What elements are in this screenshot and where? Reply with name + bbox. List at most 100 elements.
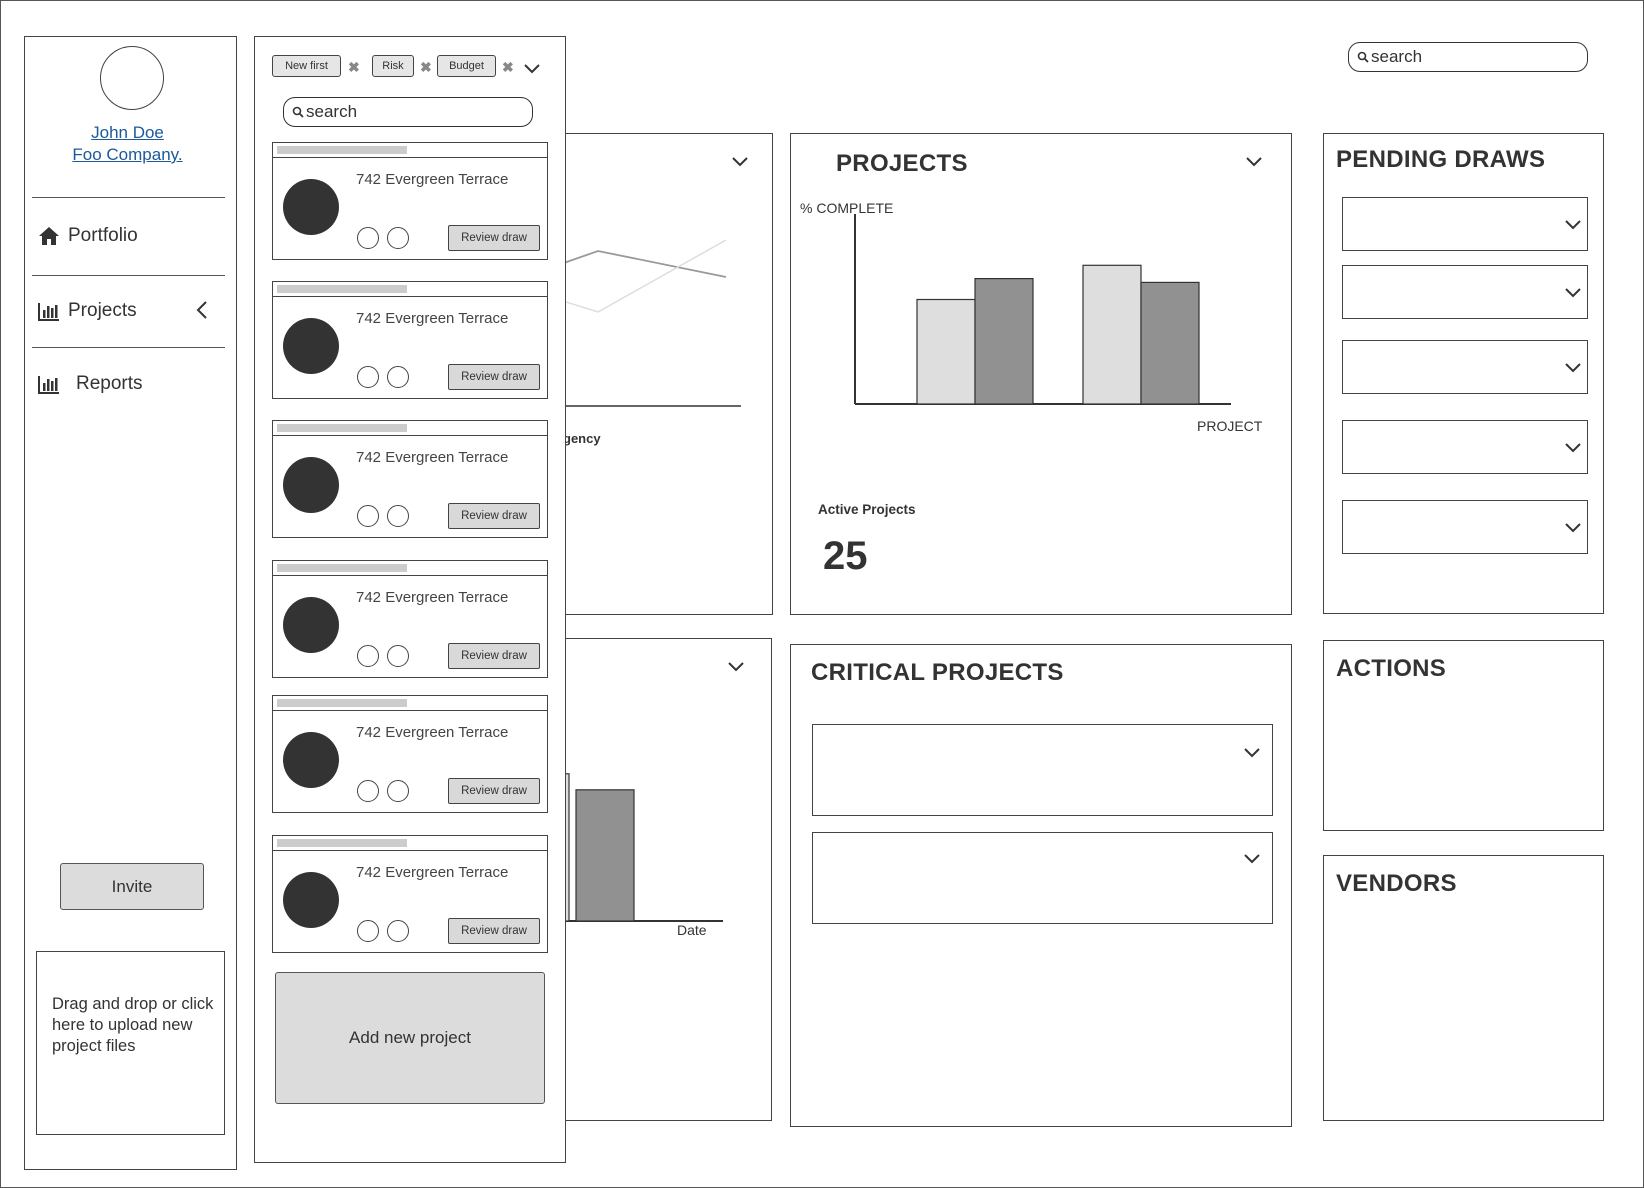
panel-title: ACTIONS [1336, 655, 1447, 682]
chevron-down-icon[interactable] [727, 661, 745, 673]
status-circle [387, 780, 409, 802]
vendors-panel: VENDORS [1323, 855, 1604, 1121]
project-avatar [283, 179, 339, 235]
project-search-placeholder: search [306, 102, 358, 121]
close-icon[interactable]: ✖ [502, 59, 514, 75]
header-search-placeholder: search [1371, 47, 1423, 66]
pending-draw-row[interactable] [1342, 265, 1588, 319]
sidebar-divider [32, 197, 225, 198]
filter-chip-new-first[interactable]: New first [272, 55, 341, 77]
project-address: 742 Evergreen Terrace [356, 589, 509, 606]
review-draw-button[interactable]: Review draw [448, 778, 540, 804]
review-draw-button[interactable]: Review draw [448, 364, 540, 390]
pending-draw-row[interactable] [1342, 340, 1588, 394]
invite-button[interactable]: Invite [60, 863, 204, 910]
chart-bar [916, 298, 976, 405]
chevron-left-icon[interactable] [195, 299, 209, 321]
actions-panel: ACTIONS [1323, 640, 1604, 831]
review-draw-button[interactable]: Review draw [448, 643, 540, 669]
chevron-down-icon[interactable] [1564, 219, 1582, 231]
review-draw-button[interactable]: Review draw [448, 918, 540, 944]
sidebar-divider [32, 347, 225, 348]
chevron-down-icon[interactable] [1564, 287, 1582, 299]
header-search-input[interactable]: search [1348, 42, 1588, 72]
project-card[interactable]: 742 Evergreen Terrace Review draw [272, 835, 548, 953]
review-draw-button[interactable]: Review draw [448, 503, 540, 529]
status-circle [357, 366, 379, 388]
pending-draw-row[interactable] [1342, 500, 1588, 554]
progress-bar [273, 836, 547, 851]
project-avatar [283, 872, 339, 928]
status-circle [387, 645, 409, 667]
project-card[interactable]: 742 Evergreen Terrace Review draw [272, 695, 548, 813]
profile-company-link[interactable]: Foo Company. [72, 145, 183, 164]
critical-projects-panel: CRITICAL PROJECTS [790, 644, 1292, 1127]
sidebar-item-portfolio[interactable]: Portfolio [38, 225, 138, 247]
status-circle [357, 780, 379, 802]
search-icon [1357, 51, 1369, 63]
project-avatar [283, 597, 339, 653]
chevron-down-icon[interactable] [1243, 747, 1261, 759]
status-circle [387, 366, 409, 388]
filter-chip-budget[interactable]: Budget [437, 55, 496, 77]
sidebar-item-projects[interactable]: Projects [38, 300, 137, 322]
active-projects-count: 25 [823, 534, 868, 578]
bar-chart [854, 214, 1231, 405]
add-new-project-button[interactable]: Add new project [275, 972, 545, 1104]
critical-project-row[interactable] [812, 832, 1273, 924]
panel-title: PENDING DRAWS [1336, 146, 1546, 173]
upload-text: Drag and drop or click here to upload ne… [52, 995, 214, 1055]
chevron-down-icon[interactable] [1243, 853, 1261, 865]
pending-draw-row[interactable] [1342, 197, 1588, 251]
panel-title: CRITICAL PROJECTS [811, 659, 1064, 686]
project-address: 742 Evergreen Terrace [356, 310, 509, 327]
project-avatar [283, 732, 339, 788]
chevron-down-icon[interactable] [523, 63, 541, 75]
progress-bar [273, 282, 547, 297]
status-circle [387, 227, 409, 249]
status-circle [357, 505, 379, 527]
project-card[interactable]: 742 Evergreen Terrace Review draw [272, 420, 548, 538]
project-card[interactable]: 742 Evergreen Terrace Review draw [272, 142, 548, 260]
chevron-down-icon[interactable] [1245, 156, 1263, 168]
progress-bar [273, 421, 547, 436]
close-icon[interactable]: ✖ [348, 59, 360, 75]
chevron-down-icon[interactable] [1564, 442, 1582, 454]
project-avatar [283, 318, 339, 374]
status-circle [357, 920, 379, 942]
sidebar-item-label: Portfolio [68, 225, 138, 246]
chart-bar [1082, 264, 1142, 405]
project-address: 742 Evergreen Terrace [356, 864, 509, 881]
profile-name-link[interactable]: John Doe [91, 123, 164, 142]
x-axis-label: Date [677, 922, 707, 938]
avatar [100, 46, 164, 110]
filter-chip-risk[interactable]: Risk [372, 55, 414, 77]
search-icon [292, 106, 304, 118]
upload-dropzone[interactable]: Drag and drop or click here to upload ne… [36, 951, 225, 1135]
critical-project-row[interactable] [812, 724, 1273, 816]
sidebar-divider [32, 275, 225, 276]
chevron-down-icon[interactable] [731, 156, 749, 168]
y-axis-label: % COMPLETE [800, 200, 894, 216]
panel-title: VENDORS [1336, 870, 1457, 897]
chevron-down-icon[interactable] [1564, 362, 1582, 374]
status-circle [387, 505, 409, 527]
sidebar-item-label: Reports [76, 373, 143, 394]
review-draw-button[interactable]: Review draw [448, 225, 540, 251]
chart-bar [974, 278, 1034, 405]
x-axis-label: PROJECT [1197, 418, 1263, 434]
panel-title: PROJECTS [836, 150, 968, 177]
status-circle [387, 920, 409, 942]
active-projects-label: Active Projects [818, 502, 916, 517]
project-search-input[interactable]: search [283, 97, 533, 127]
sidebar-item-reports[interactable]: Reports [38, 373, 143, 395]
project-card[interactable]: 742 Evergreen Terrace Review draw [272, 560, 548, 678]
project-card[interactable]: 742 Evergreen Terrace Review draw [272, 281, 548, 399]
close-icon[interactable]: ✖ [420, 59, 432, 75]
bar-chart-icon [38, 376, 59, 394]
projects-panel: PROJECTS % COMPLETE PROJECT Active Proje… [790, 133, 1292, 615]
project-avatar [283, 457, 339, 513]
pending-draw-row[interactable] [1342, 420, 1588, 474]
chevron-down-icon[interactable] [1564, 522, 1582, 534]
chart-bar [575, 789, 635, 922]
